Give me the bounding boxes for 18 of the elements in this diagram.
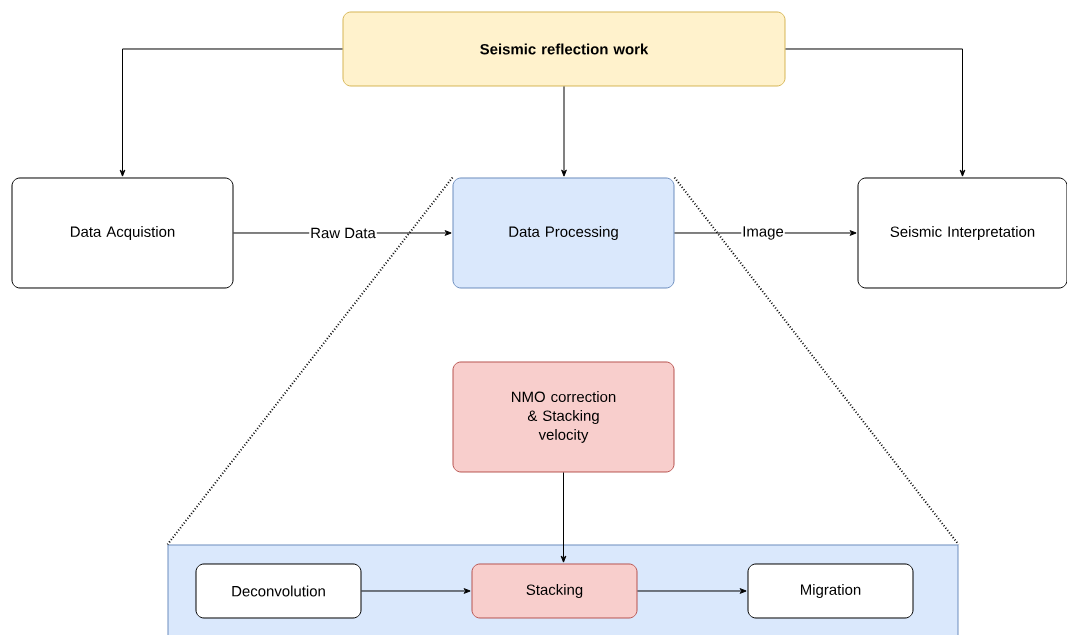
process-box: Data Processing (452, 177, 675, 289)
step-box: Migration (747, 563, 914, 619)
arrow (560, 472, 567, 563)
arrow (637, 588, 747, 594)
process-box: Seismic Interpretation (857, 177, 1067, 289)
process-box: NMO correction & Stacking velocity (452, 361, 675, 473)
process-box: Data Acquistion (11, 177, 234, 289)
edge-label: Raw Data (309, 226, 377, 240)
dotted-line (673, 176, 960, 546)
step-box: Deconvolution (195, 563, 362, 619)
arrow (119, 48, 343, 177)
arrow (785, 48, 966, 177)
arrow (561, 86, 567, 177)
step-box: Stacking (471, 563, 638, 619)
dotted-line (166, 176, 454, 546)
edge-label: Image (741, 225, 785, 241)
arrow (361, 588, 471, 594)
title-box: Seismic reflection work (342, 11, 786, 87)
